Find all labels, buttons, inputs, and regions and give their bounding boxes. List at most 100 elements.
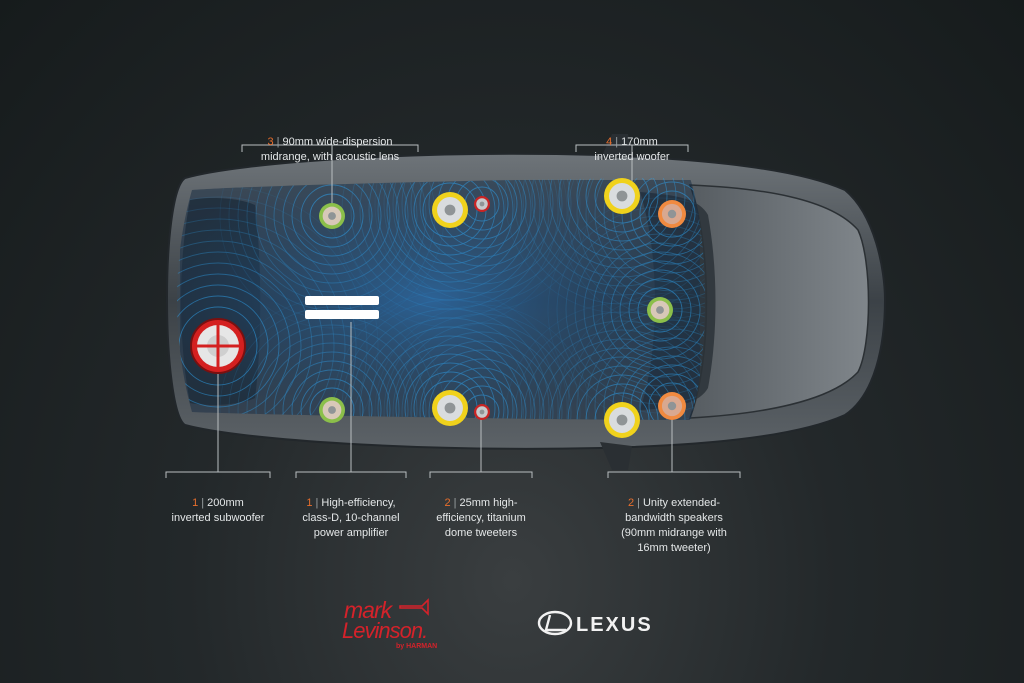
sound-wave-ring (610, 260, 705, 360)
sound-wave-ring (386, 344, 514, 420)
callout-subwoofer-text: 200mm inverted subwoofer (171, 497, 265, 524)
callout-tweeter-count: 2 (444, 497, 451, 509)
sound-wave-ring (177, 229, 335, 420)
sound-wave-ring (547, 197, 705, 420)
unity-speaker-top-icon (658, 200, 686, 228)
midrange-speaker-rear-top-icon (319, 203, 345, 229)
bracket-amplifier (295, 471, 407, 478)
callout-unity: 2|Unity extended- bandwidth speakers (90… (621, 497, 727, 554)
sound-wave-ring (594, 392, 650, 420)
sound-wave-ring (558, 292, 705, 420)
sound-wave-ring (386, 178, 514, 274)
mark-levinson-logo-art: mark Levinson. by HARMAN (342, 597, 437, 650)
callout-tweeter-text: 25mm high- efficiency, titanium dome twe… (436, 497, 526, 539)
lexus-logo: LEXUS (536, 606, 676, 640)
callout-midrange-count: 3 (267, 136, 274, 148)
sound-wave-ring (419, 178, 545, 267)
lexus-logo-art: LEXUS (537, 610, 651, 636)
sound-wave-ring (282, 360, 382, 420)
bracket-midrange (241, 144, 419, 152)
callout-unity-text: Unity extended- bandwidth speakers (90mm… (621, 497, 727, 554)
sound-wave-ring (428, 358, 536, 420)
sound-wave-ring (531, 329, 705, 420)
sound-wave-ring (374, 178, 590, 312)
sound-wave-ring (368, 178, 532, 292)
mark-levinson-emblem (399, 598, 429, 616)
sound-wave-ring (531, 178, 705, 287)
sound-wave-ring (273, 178, 391, 275)
tweeter-speaker-bottom-icon (474, 404, 490, 420)
lexus-emblem-l (544, 614, 566, 632)
callout-woofer-count: 4 (606, 136, 613, 148)
callout-amplifier: 1|High-efficiency, class-D, 10-channel p… (302, 497, 400, 539)
mark-levinson-byline: by HARMAN (396, 643, 437, 650)
sound-wave-ring (648, 190, 696, 238)
sound-wave-ring (558, 178, 686, 260)
sound-wave-ring (383, 178, 581, 303)
sound-wave-ring (177, 240, 324, 420)
sound-wave-ring (404, 178, 496, 256)
sound-wave-ring (264, 178, 400, 284)
woofer-speaker-front-bottom-icon (604, 402, 640, 438)
callout-amplifier-text: High-efficiency, class-D, 10-channel pow… (302, 497, 400, 539)
sound-wave-ring (513, 311, 705, 420)
sound-wave-ring (282, 178, 382, 266)
sound-wave-ring (392, 322, 572, 420)
sound-wave-ring (291, 369, 373, 420)
midrange-speaker-center-icon (647, 297, 673, 323)
mark-levinson-logo: mark Levinson. by HARMAN (336, 596, 496, 652)
sound-wave-ring (273, 351, 391, 420)
sound-wave-ring (567, 301, 705, 420)
sound-wave-ring (522, 178, 705, 296)
sound-wave-ring (504, 302, 705, 420)
sound-wave-ring (401, 331, 563, 420)
sound-wave-ring (374, 304, 590, 420)
sound-wave-ring (630, 178, 705, 256)
woofer-speaker-rear-top-icon (432, 192, 468, 228)
sound-wave-ring (612, 178, 705, 274)
sound-wave-ring (585, 178, 705, 301)
sound-wave-ring (540, 338, 704, 420)
callout-amplifier-count: 1 (306, 497, 313, 509)
sound-wave-ring (264, 342, 400, 420)
sound-wave-ring (410, 178, 554, 276)
sound-wave-ring (368, 326, 532, 420)
sound-wave-ring (576, 178, 668, 242)
side-mirror-bottom (600, 442, 632, 470)
sound-wave-ring (410, 340, 554, 420)
sound-wave-ring (377, 335, 523, 420)
sound-wave-ring (567, 365, 677, 420)
lexus-emblem (537, 610, 573, 636)
sound-wave-ring (592, 242, 705, 378)
sound-wave-ring (383, 313, 581, 420)
sound-wave-ring (419, 349, 545, 420)
sound-wave-ring (359, 317, 541, 420)
sound-wave-ring (309, 387, 355, 420)
woofer-speaker-front-top-icon (604, 178, 640, 214)
callout-unity-count: 2 (627, 497, 635, 509)
callout-woofer: 4|170mm inverted woofer (594, 136, 670, 163)
sound-wave-ring (300, 378, 364, 420)
sound-wave-ring (585, 383, 659, 420)
sound-wave-ring (395, 353, 505, 420)
callout-midrange: 3|90mm wide-dispersion midrange, with ac… (260, 136, 400, 163)
callout-subwoofer: 1|200mm inverted subwoofer (171, 497, 265, 524)
bracket-tweeter (429, 471, 533, 478)
sound-wave-ring (594, 178, 705, 292)
sound-wave-ring (177, 207, 357, 420)
sound-wave-ring (395, 178, 505, 265)
sound-wave-ring (567, 178, 677, 251)
sound-wave-ring (177, 218, 346, 420)
callout-leader-lines (165, 144, 741, 478)
sound-wave-ring (594, 178, 650, 224)
sound-wave-ring (567, 178, 705, 319)
bracket-subwoofer (165, 471, 271, 478)
amplifier-icon (305, 296, 379, 319)
sound-wave-ring (504, 178, 705, 314)
sound-wave-ring (574, 224, 705, 396)
sound-wave-ring (594, 328, 705, 420)
callout-subwoofer-count: 1 (192, 497, 199, 509)
mark-levinson-line2: Levinson. (342, 618, 427, 643)
sound-wave-ring (177, 251, 313, 420)
